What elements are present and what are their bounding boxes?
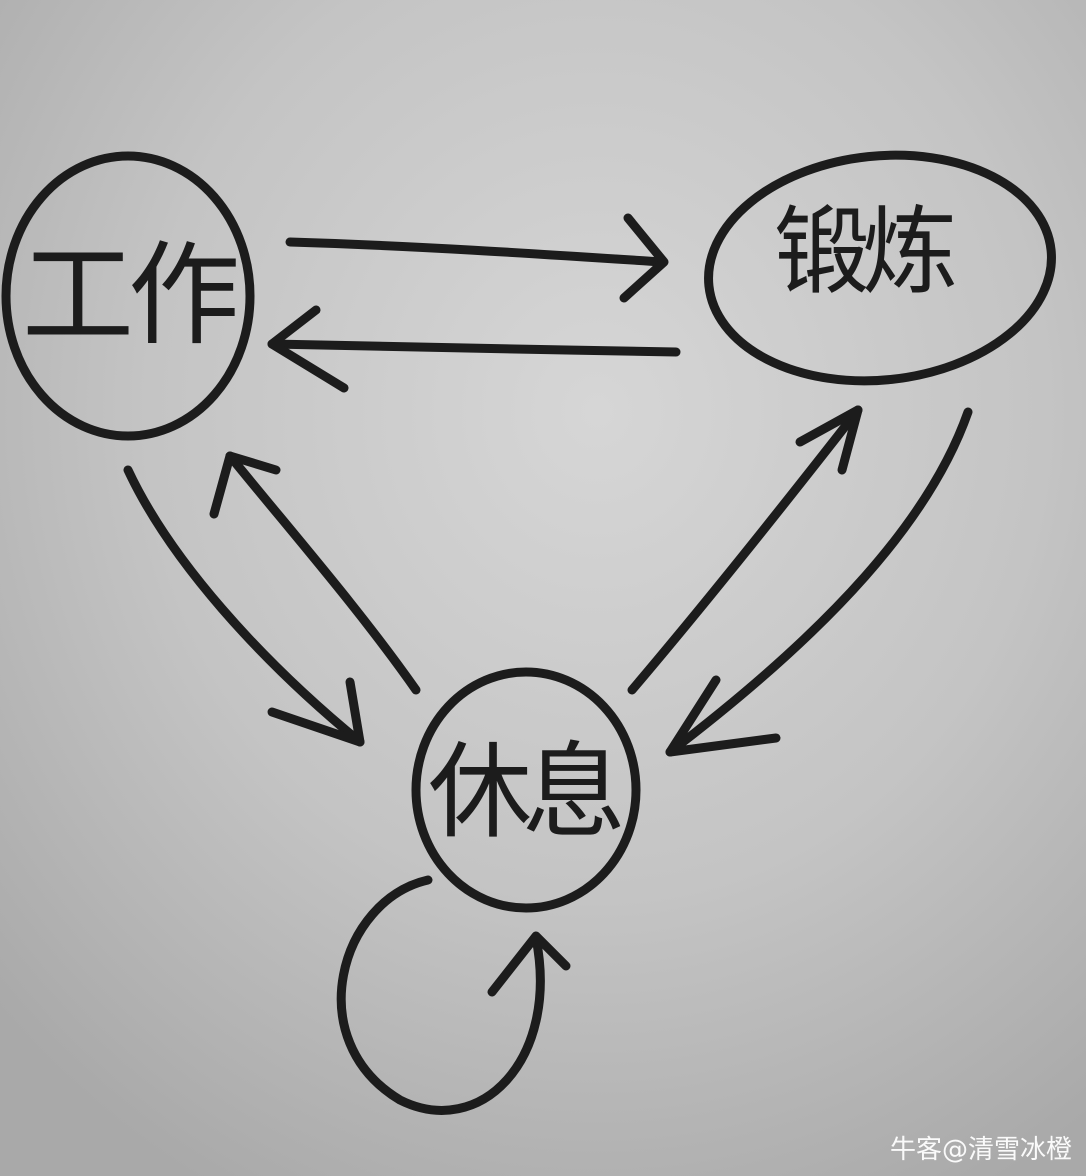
node-rest-label: 休息 [427,731,626,853]
edge-rest-to-work [209,451,421,695]
edge-rest-to-exercise [627,405,863,695]
edge-work-to-exercise [285,213,669,303]
node-exercise-label: 锻炼 [774,196,958,308]
watermark: 牛客@清雪冰橙 [889,1135,1072,1165]
edge-exercise-to-work [267,305,681,393]
node-rest-circle [411,667,641,913]
edge-rest-self-loop [336,875,571,1115]
node-work-circle [1,151,255,441]
edge-work-to-rest [123,465,365,747]
edge-exercise-to-rest [665,407,973,757]
node-work-label: 工作 [22,231,240,361]
node-exercise-circle [704,150,1056,386]
